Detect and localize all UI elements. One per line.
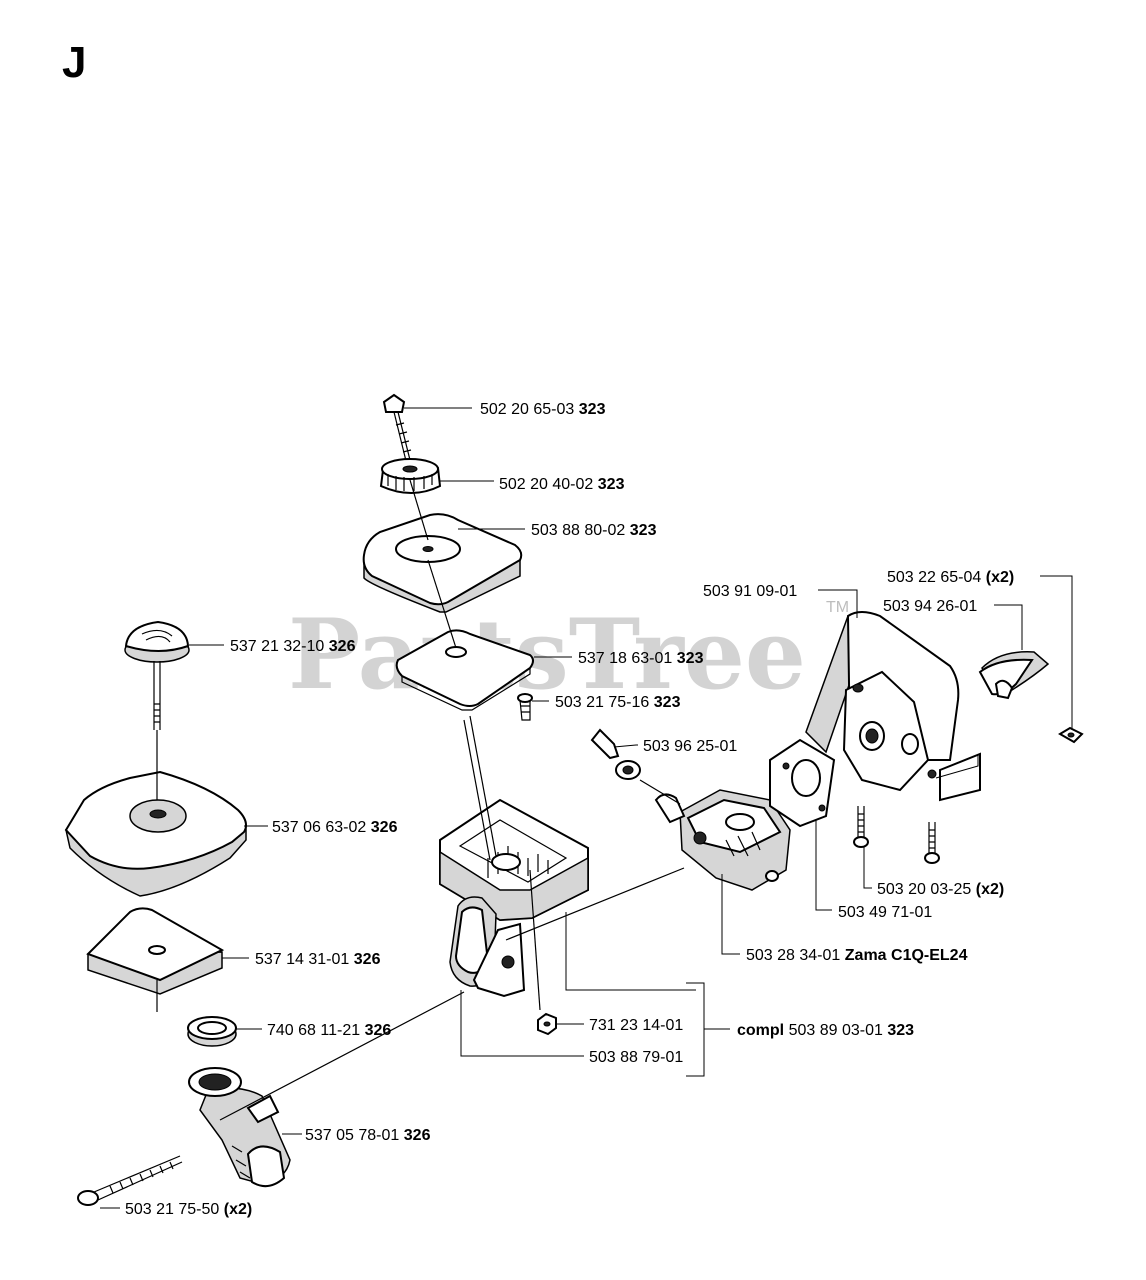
callout-503-88-79-01: 503 88 79-01: [589, 1049, 683, 1066]
watermark-trademark: TM: [826, 599, 849, 616]
knob-drawing: [379, 458, 442, 494]
callout-740-68-11-21: 740 68 11-21 326: [267, 1022, 391, 1039]
callout-731-23-14-01: 731 23 14-01: [589, 1017, 683, 1034]
page-title: J: [62, 38, 87, 87]
callout-537-05-78-01: 537 05 78-01 326: [305, 1127, 431, 1144]
choke-lever-drawing: [590, 728, 641, 780]
pad-drawing: [86, 907, 225, 1012]
bolts-drawing: [853, 806, 940, 864]
intake-elbow-drawing: [188, 1067, 291, 1188]
filter-cover-drawing: [362, 513, 523, 613]
callout-503-49-71-01: 503 49 71-01: [838, 904, 932, 921]
tank-cover-drawing: [64, 730, 247, 897]
callout-503-22-65-04: 503 22 65-04 (x2): [887, 569, 1014, 586]
grommet-drawing: [187, 1016, 237, 1047]
leader-lines: [100, 407, 1073, 1209]
watermark: PartsTree TM: [288, 598, 849, 711]
callout-502-20-65-03: 502 20 65-03 323: [480, 401, 606, 418]
fuel-cap-drawing: [124, 620, 190, 730]
washer-drawing: [1058, 726, 1084, 744]
filter-base-drawing: [439, 715, 589, 1011]
carburetor-drawing: [654, 789, 791, 891]
callout-503-28-34-01: 503 28 34-01 Zama C1Q-EL24: [746, 947, 968, 964]
callout-502-20-40-02: 502 20 40-02 323: [499, 476, 625, 493]
callout-503-96-25-01: 503 96 25-01: [643, 738, 737, 755]
callout-503-89-03-01: compl 503 89 03-01 323: [737, 1022, 914, 1039]
callout-537-18-63-01: 537 18 63-01 323: [578, 650, 704, 667]
nut-drawing: [537, 1012, 557, 1036]
bolt-drawing: [382, 393, 412, 466]
callout-labels: 502 20 65-03 323 502 20 40-02 323 503 88…: [125, 401, 1014, 1218]
gasket-drawing: [769, 738, 836, 828]
filter-element-drawing: [395, 629, 534, 711]
watermark-text: PartsTree: [288, 598, 806, 711]
callout-503-91-09-01: 503 91 09-01: [703, 583, 797, 600]
callout-537-14-31-01: 537 14 31-01 326: [255, 951, 381, 968]
callout-503-88-80-02: 503 88 80-02 323: [531, 522, 657, 539]
callout-503-94-26-01: 503 94 26-01: [883, 598, 977, 615]
callout-503-21-75-16: 503 21 75-16 323: [555, 694, 681, 711]
callout-537-06-63-02: 537 06 63-02 326: [272, 819, 398, 836]
long-screw-drawing: [77, 1155, 183, 1206]
callout-503-20-03-25: 503 20 03-25 (x2): [877, 881, 1004, 898]
callout-503-21-75-50: 503 21 75-50 (x2): [125, 1201, 252, 1218]
adapter-bracket-drawing: [805, 611, 981, 802]
clip-drawing: [978, 651, 1050, 700]
screw-drawing: [517, 693, 533, 721]
assembly-axis-lines: [219, 479, 685, 1121]
callout-537-21-32-10: 537 21 32-10 326: [230, 638, 356, 655]
